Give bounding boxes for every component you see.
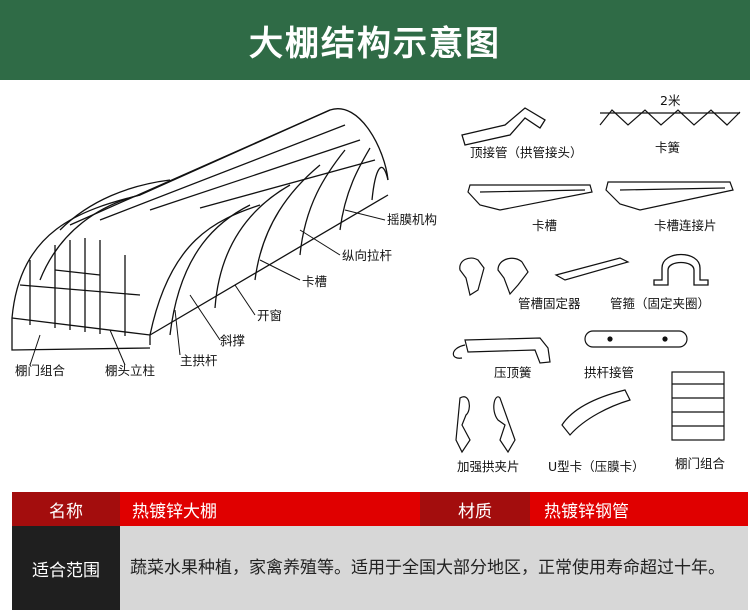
spring-icon — [600, 110, 740, 125]
press-spring-icon — [453, 338, 550, 363]
label-film-mechanism: 摇膜机构 — [387, 212, 437, 227]
label-window: 开窗 — [257, 308, 282, 323]
door-set-icon — [672, 372, 724, 440]
reinforced-clip-icon — [456, 397, 515, 452]
part-spring-length: 2米 — [660, 93, 681, 108]
structure-diagram: 摇膜机构 纵向拉杆 卡槽 开窗 斜撑 主拱杆 棚头立柱 棚门组合 顶接管（拱管接… — [0, 80, 750, 480]
header-banner: 大棚结构示意图 — [0, 0, 750, 80]
scope-label: 适合范围 — [12, 526, 120, 610]
spec-row-name-material: 名称 热镀锌大棚 材质 热镀锌钢管 — [12, 492, 748, 526]
slot-connector-icon — [606, 182, 733, 210]
name-label: 名称 — [12, 492, 120, 526]
label-card-slot: 卡槽 — [302, 274, 327, 289]
part-u-clip: U型卡（压膜卡） — [548, 459, 645, 474]
greenhouse-drawing — [12, 109, 388, 350]
name-value: 热镀锌大棚 — [120, 492, 420, 526]
part-hoop: 管箍（固定夹圈） — [610, 296, 710, 311]
part-arch-connector: 拱杆接管 — [584, 365, 634, 380]
part-press-spring: 压顶簧 — [494, 365, 532, 380]
spec-table: 名称 热镀锌大棚 材质 热镀锌钢管 适合范围 蔬菜水果种植，家禽养殖等。适用于全… — [12, 492, 748, 610]
slot-strip-icon — [556, 258, 628, 280]
material-label: 材质 — [420, 492, 530, 526]
scope-value: 蔬菜水果种植，家禽养殖等。适用于全国大部分地区，正常使用寿命超过十年。 — [120, 526, 748, 610]
diagram-svg: 摇膜机构 纵向拉杆 卡槽 开窗 斜撑 主拱杆 棚头立柱 棚门组合 顶接管（拱管接… — [0, 80, 750, 480]
slot-icon — [468, 185, 592, 210]
label-end-column: 棚头立柱 — [105, 363, 155, 378]
label-diagonal-brace: 斜撑 — [220, 333, 246, 348]
spec-row-scope: 适合范围 蔬菜水果种植，家禽养殖等。适用于全国大部分地区，正常使用寿命超过十年。 — [12, 526, 748, 610]
page-title: 大棚结构示意图 — [249, 16, 501, 65]
u-clip-icon — [562, 390, 630, 435]
top-connector-icon — [462, 108, 545, 145]
part-door-set: 棚门组合 — [675, 456, 726, 471]
part-slot: 卡槽 — [532, 218, 557, 233]
material-value: 热镀锌钢管 — [530, 492, 748, 526]
label-door-assembly: 棚门组合 — [15, 363, 66, 378]
arch-connector-icon — [585, 331, 687, 347]
leader-lines — [30, 210, 385, 365]
label-main-arch: 主拱杆 — [180, 353, 218, 368]
part-spring: 卡簧 — [655, 140, 680, 155]
part-reinforced-clip: 加强拱夹片 — [457, 459, 520, 474]
hoop-icon — [654, 255, 708, 286]
part-slot-clamp: 管槽固定器 — [518, 296, 581, 311]
part-top-connector: 顶接管（拱管接头） — [470, 145, 583, 160]
label-longitudinal-rod: 纵向拉杆 — [342, 248, 393, 263]
slot-clamp-icon — [460, 258, 528, 295]
part-slot-connector: 卡槽连接片 — [654, 218, 717, 233]
